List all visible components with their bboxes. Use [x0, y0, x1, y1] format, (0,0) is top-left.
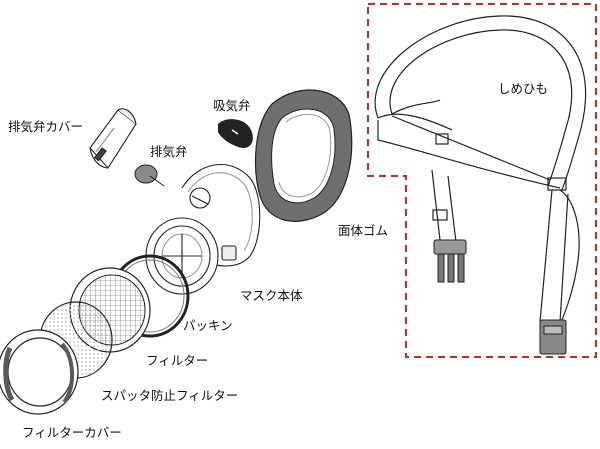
- label-headband: しめひも: [498, 81, 549, 96]
- label-spatter-filter: スパッタ防止フィルター: [101, 388, 239, 403]
- label-gasket: パッキン: [183, 318, 233, 333]
- headband-left-clip: [433, 239, 467, 283]
- label-filter-cover: フィルターカバー: [22, 425, 122, 440]
- label-filter: フィルター: [146, 353, 209, 368]
- filter-cover: [0, 329, 79, 415]
- mask-body: [145, 163, 261, 295]
- label-exhaust-valve: 排気弁: [150, 144, 188, 159]
- exhaust-valve-cover: [89, 108, 137, 169]
- inhalation-valve: [218, 119, 253, 148]
- headband-strap: [374, 15, 587, 326]
- face-rubber: [254, 89, 353, 222]
- exhaust-valve: [134, 164, 165, 187]
- label-inhalation-valve: 吸気弁: [213, 98, 251, 113]
- label-exhaust-valve-cover: 排気弁カバー: [8, 119, 84, 134]
- headband-right-clip: [539, 319, 567, 355]
- label-face-rubber: 面体ゴム: [338, 223, 389, 238]
- headband-dashed-border: [367, 3, 597, 358]
- label-mask-body: マスク本体: [240, 288, 303, 303]
